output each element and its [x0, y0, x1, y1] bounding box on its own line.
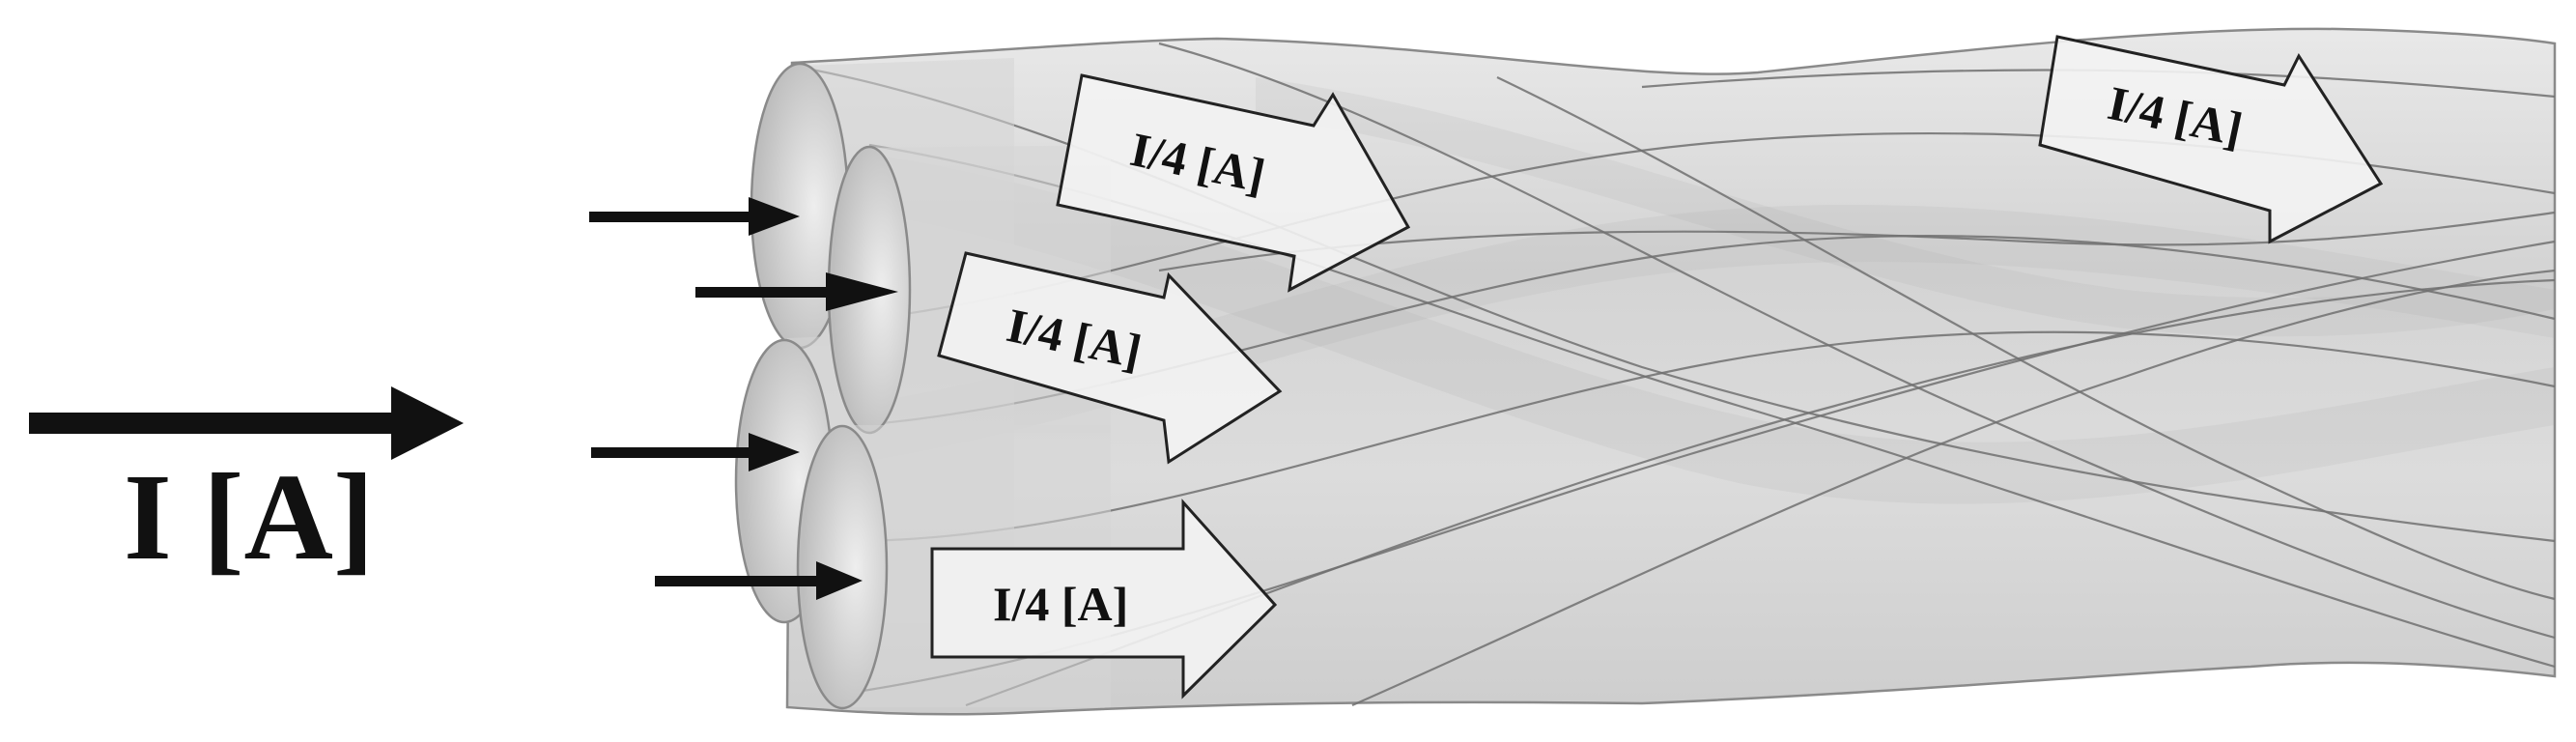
helix-line-7: [1158, 42, 2556, 640]
strand-1-input-arrow: [589, 197, 800, 236]
input-current-arrow: [29, 386, 464, 460]
input-current-label: I [A]: [124, 448, 375, 585]
helix-line-12: [1158, 211, 2556, 272]
strand-3-flow-label: I/4 [A]: [993, 577, 1128, 631]
strand-4-flow-arrow: I/4 [A]: [2038, 35, 2384, 244]
helix-line-8: [1496, 76, 2556, 601]
twist-band-3: [1256, 77, 2555, 337]
helix-line-10: [1351, 269, 2556, 707]
strand-4-end: [796, 424, 889, 710]
strand-4-input-arrow: [655, 561, 863, 600]
strand-1-flow-arrow: I/4 [A]: [1056, 73, 1411, 293]
helix-line-5: [849, 330, 2556, 543]
strand-input-arrows: [589, 197, 898, 600]
strand-2-flow-arrow: I/4 [A]: [937, 251, 1283, 465]
helix-line-1: [801, 66, 2556, 543]
twist-band-2: [850, 204, 2555, 464]
helix-line-11: [1641, 69, 2556, 99]
strand-2-input-arrow: [695, 272, 898, 311]
strand-3-flow-arrow: I/4 [A]: [930, 499, 1278, 699]
strand-3-input-arrow: [591, 433, 800, 471]
